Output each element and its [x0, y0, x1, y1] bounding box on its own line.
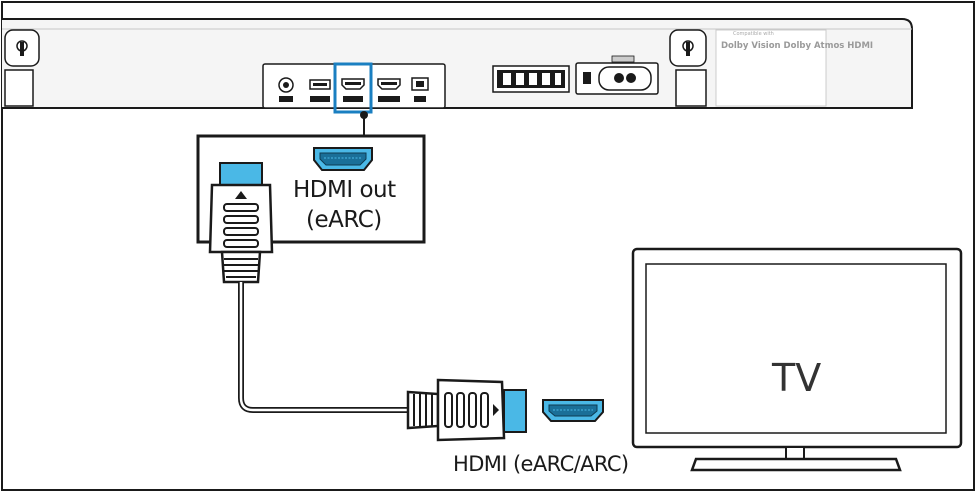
- hdmi-in-label: HDMI (eARC/ARC): [453, 452, 629, 476]
- hdmi-plug-icon: [208, 162, 274, 284]
- hdmi-out-label: HDMI out: [293, 177, 396, 203]
- hdmi-port-icon: [313, 147, 373, 171]
- hdmi-cable: [238, 282, 410, 413]
- hdmi-port-icon: [542, 399, 604, 422]
- hdmi-plug-icon: [406, 378, 527, 442]
- port-panel: [262, 62, 446, 114]
- soundbar: [2, 18, 913, 136]
- tv-label: TV: [772, 356, 822, 400]
- earc-label: (eARC): [306, 207, 382, 233]
- speaker-terminal-block: [492, 65, 570, 93]
- logo-panel: [715, 29, 827, 107]
- keyhole-mount-icon: [4, 29, 40, 107]
- tv-screen: [645, 263, 947, 434]
- hdmi-out-highlight: [333, 62, 373, 114]
- power-inlet: [575, 55, 659, 95]
- certification-caption: Compatible with: [733, 31, 774, 37]
- tv: [631, 247, 963, 472]
- tv-stand: [690, 457, 902, 472]
- keyhole-mount-icon: [669, 29, 707, 107]
- tv-neck: [785, 446, 805, 460]
- logo-row: Dolby Vision Dolby Atmos HDMI: [721, 41, 874, 51]
